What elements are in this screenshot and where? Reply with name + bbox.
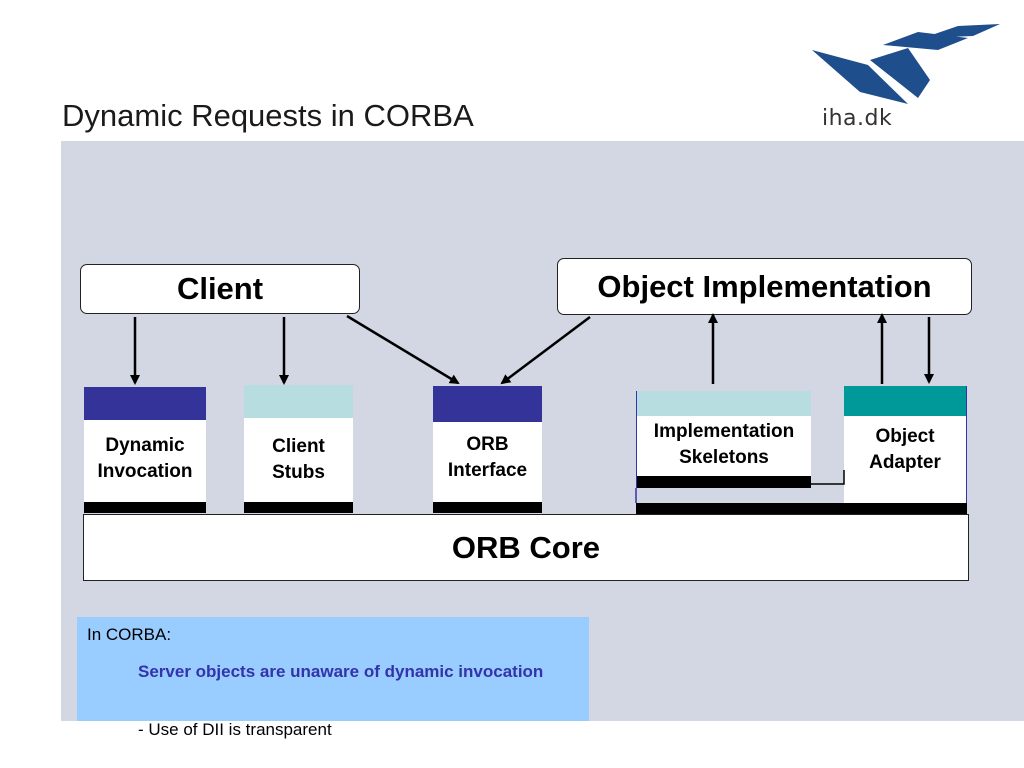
note-sub: - Use of DII is transparent [138,720,332,739]
client-label: Client [176,271,264,306]
object-adapter-cap [844,386,966,416]
note-heading: In CORBA: [87,625,172,644]
note-box [77,617,589,721]
orb-interface-label: ORB Interface [447,434,528,481]
dynamic-invocation-label: Dynamic Invocation [97,435,193,482]
implementation-skeletons-label: Implementation Skeletons [653,421,795,468]
object-adapter-component: Object Adapter [844,386,967,513]
object-implementation-box: Object Implementation [557,258,972,315]
dynamic-invocation-foot [84,502,206,513]
client-stubs-foot [244,502,353,513]
server-side-strip [636,503,967,514]
dynamic-invocation-cap [84,387,206,420]
orb-interface-component: ORB Interface [433,386,542,513]
skeleton-adapter-connector [811,470,845,485]
client-stubs-component: Client Stubs [244,385,353,513]
logo-text: iha.dk [822,106,893,131]
slide-title: Dynamic Requests in CORBA [62,98,474,133]
iha-logo-icon [812,24,1000,104]
implementation-skeletons-cap [637,391,811,416]
orb-core-box: ORB Core [83,514,969,581]
implementation-skeletons-component: Implementation Skeletons [636,391,811,488]
note-bullet: Server objects are unaware of dynamic in… [138,662,544,681]
client-stubs-label: Client Stubs [272,436,325,483]
orb-interface-foot [433,502,542,513]
client-stubs-cap [244,385,353,418]
object-adapter-label: Object Adapter [869,426,941,473]
client-box: Client [80,264,360,314]
orb-core-label: ORB Core [451,529,601,565]
implementation-skeletons-foot [637,476,811,488]
dynamic-invocation-component: Dynamic Invocation [84,387,206,513]
client-to-orb-interface-arrow [346,314,460,385]
impl-to-orb-interface-arrow [500,316,591,385]
object-implementation-label: Object Implementation [597,268,932,304]
orb-interface-cap [433,386,542,422]
